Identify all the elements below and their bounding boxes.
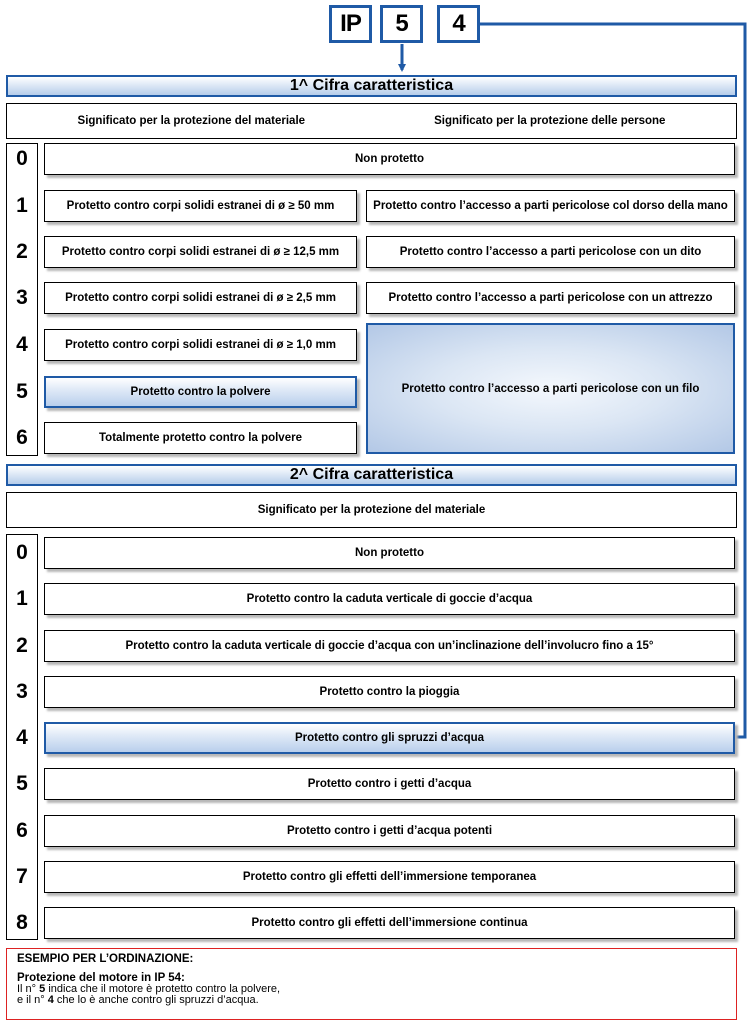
ordering-example-box: ESEMPIO PER L’ORDINAZIONE: Protezione de…: [6, 948, 737, 1020]
example-text: Il n°: [17, 983, 37, 995]
first-digit-box: 5: [380, 5, 423, 43]
second-digit-number: 1: [16, 587, 28, 610]
first-digit-number-column: [6, 143, 38, 456]
material-row-5-highlighted: Protetto contro la polvere: [44, 376, 357, 408]
second-digit-number: 4: [16, 726, 28, 749]
row-text: Protetto contro gli spruzzi d’acqua: [294, 732, 485, 744]
first-digit-number: 2: [16, 240, 28, 263]
material-row-6: Totalmente protetto contro la polvere: [44, 422, 357, 454]
second-digit-title-band: 2^ Cifra caratteristica: [6, 464, 737, 486]
row-text: Non protetto: [355, 547, 424, 559]
persons-row-4-6: Protetto contro l’accesso a parti perico…: [366, 323, 735, 454]
material-row-4: Protetto contro corpi solidi estranei di…: [44, 329, 357, 361]
second-digit-box: 4: [437, 5, 480, 43]
example-text: indica che il motore è protetto contro l…: [48, 983, 281, 995]
ip-prefix-box: IP: [329, 5, 372, 43]
material-header: Significato per la protezione del materi…: [257, 504, 486, 516]
first-digit-number: 3: [16, 286, 28, 309]
second-row-2: Protetto contro la caduta verticale di g…: [44, 630, 735, 662]
first-digit-number: 1: [16, 194, 28, 217]
row-text: Protetto contro l’accesso a parti perico…: [388, 292, 713, 304]
row-text: Totalmente protetto contro la polvere: [99, 432, 302, 444]
row-text: Protetto contro la polvere: [130, 386, 271, 398]
first-digit-number: 0: [16, 147, 28, 170]
row-text: Protetto contro corpi solidi estranei di…: [61, 246, 340, 258]
second-digit-number: 5: [16, 772, 28, 795]
first-digit-title: 1^ Cifra caratteristica: [289, 77, 454, 94]
second-digit-number: 8: [16, 911, 28, 934]
second-digit-number-column: [6, 534, 38, 940]
row-text: Protetto contro la pioggia: [319, 686, 460, 698]
persons-header: Significato per la protezione delle pers…: [434, 115, 666, 127]
ip-prefix: IP: [340, 10, 362, 37]
material-row-3: Protetto contro corpi solidi estranei di…: [44, 282, 357, 314]
row-text: Protetto contro l’accesso a parti perico…: [401, 382, 700, 395]
persons-row-3: Protetto contro l’accesso a parti perico…: [366, 282, 735, 314]
second-row-5: Protetto contro i getti d’acqua: [44, 768, 735, 800]
second-row-7: Protetto contro gli effetti dell’immersi…: [44, 861, 735, 893]
example-line-2: e il n° 4 che lo è anche contro gli spru…: [17, 995, 726, 1006]
row-text: Protetto contro gli effetti dell’immersi…: [251, 917, 528, 929]
second-row-6: Protetto contro i getti d’acqua potenti: [44, 815, 735, 847]
example-text: che lo è anche contro gli spruzzi d’acqu…: [56, 994, 259, 1006]
row-text: Protetto contro i getti d’acqua: [307, 778, 472, 790]
row-text: Protetto contro la caduta verticale di g…: [246, 593, 533, 605]
second-row-4-highlighted: Protetto contro gli spruzzi d’acqua: [44, 722, 735, 754]
second-row-3: Protetto contro la pioggia: [44, 676, 735, 708]
example-line-1: Il n° 5 indica che il motore è protetto …: [17, 984, 726, 995]
row-text: Protetto contro i getti d’acqua potenti: [286, 825, 493, 837]
second-digit-number: 6: [16, 819, 28, 842]
persons-row-2: Protetto contro l’accesso a parti perico…: [366, 236, 735, 268]
second-row-1: Protetto contro la caduta verticale di g…: [44, 583, 735, 615]
row-text: Protetto contro corpi solidi estranei di…: [65, 292, 336, 304]
second-digit-title: 2^ Cifra caratteristica: [289, 466, 454, 483]
first-digit-headers: Significato per la protezione del materi…: [6, 103, 737, 139]
row-text: Protetto contro corpi solidi estranei di…: [65, 339, 336, 351]
second-row-0: Non protetto: [44, 537, 735, 569]
example-title: ESEMPIO PER L’ORDINAZIONE:: [17, 953, 194, 965]
first-digit-row-0: Non protetto: [44, 143, 735, 175]
example-subtitle: Protezione del motore in IP 54:: [17, 972, 185, 984]
second-digit-number: 0: [16, 541, 28, 564]
row-text: Protetto contro la caduta verticale di g…: [125, 640, 654, 652]
row-text: Protetto contro l’accesso a parti perico…: [373, 200, 728, 212]
example-digit: 4: [47, 994, 54, 1006]
example-text: e il n°: [17, 994, 45, 1006]
material-row-2: Protetto contro corpi solidi estranei di…: [44, 236, 357, 268]
first-digit-number: 6: [16, 426, 28, 449]
material-row-1: Protetto contro corpi solidi estranei di…: [44, 190, 357, 222]
second-digit: 4: [452, 10, 465, 37]
row-text: Protetto contro gli effetti dell’immersi…: [242, 871, 537, 883]
row-text: Protetto contro corpi solidi estranei di…: [66, 200, 335, 212]
row-text: Protetto contro l’accesso a parti perico…: [399, 246, 702, 258]
first-digit-number: 4: [16, 333, 28, 356]
first-digit: 5: [395, 10, 408, 37]
second-digit-number: 7: [16, 865, 28, 888]
example-digit: 5: [39, 983, 46, 995]
row-text: Non protetto: [355, 153, 424, 165]
first-digit-title-band: 1^ Cifra caratteristica: [6, 75, 737, 97]
second-digit-header: Significato per la protezione del materi…: [6, 492, 737, 528]
second-digit-number: 3: [16, 680, 28, 703]
persons-row-1: Protetto contro l’accesso a parti perico…: [366, 190, 735, 222]
second-digit-number: 2: [16, 634, 28, 657]
material-header: Significato per la protezione del materi…: [77, 115, 306, 127]
first-digit-number: 5: [16, 380, 28, 403]
second-row-8: Protetto contro gli effetti dell’immersi…: [44, 907, 735, 939]
